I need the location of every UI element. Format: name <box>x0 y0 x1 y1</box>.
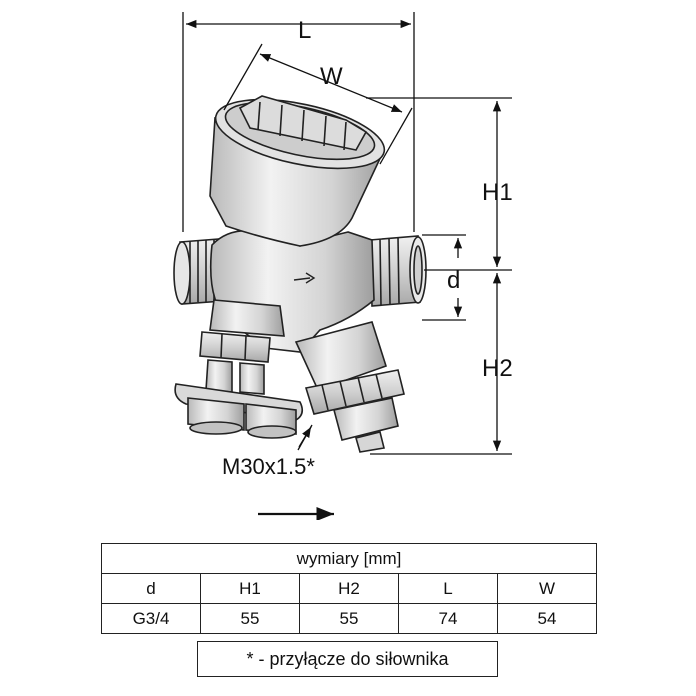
dimension-label-L: L <box>298 17 311 44</box>
value-l: 74 <box>398 603 498 634</box>
table-title-row: wymiary [mm] <box>101 543 597 574</box>
header-w: W <box>497 573 597 604</box>
dimension-label-H2: H2 <box>482 355 513 382</box>
value-w: 54 <box>497 603 597 634</box>
dimension-lines <box>182 12 512 520</box>
valve-body <box>173 95 427 453</box>
actuator-connection-note: * - przyłącze do siłownika <box>197 641 498 677</box>
header-h2: H2 <box>299 573 399 604</box>
dimension-label-H1: H1 <box>482 179 513 206</box>
table-header-row: d H1 H2 L W <box>101 573 597 604</box>
value-d: G3/4 <box>101 603 201 634</box>
table-title: wymiary [mm] <box>101 543 597 574</box>
right-port <box>369 235 427 307</box>
value-h2: 55 <box>299 603 399 634</box>
dimension-label-d: d <box>447 267 460 294</box>
valve-dimension-drawing: L W H1 H2 d M30x1.5* <box>173 12 513 520</box>
header-h1: H1 <box>200 573 300 604</box>
header-l: L <box>398 573 498 604</box>
header-d: d <box>101 573 201 604</box>
table-row: G3/4 55 55 74 54 <box>101 603 597 634</box>
value-h1: 55 <box>200 603 300 634</box>
dimension-label-W: W <box>320 63 343 90</box>
dimensions-table: wymiary [mm] d H1 H2 L W G3/4 55 55 74 5… <box>101 543 597 634</box>
thread-label: M30x1.5* <box>222 454 315 479</box>
